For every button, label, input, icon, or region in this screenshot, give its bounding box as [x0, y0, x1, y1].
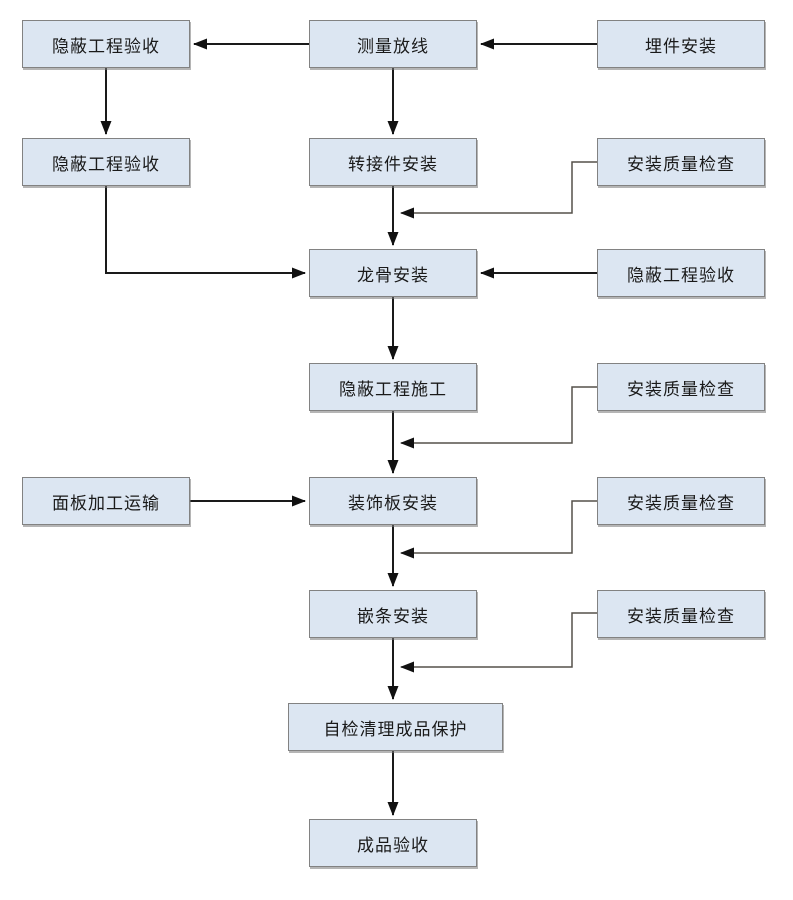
node-hidden-acceptance-1: 隐蔽工程验收	[22, 20, 190, 68]
node-keel-install: 龙骨安装	[309, 249, 477, 297]
node-hidden-acceptance-2: 隐蔽工程验收	[22, 138, 190, 186]
node-panel-transport: 面板加工运输	[22, 477, 190, 525]
node-hidden-acceptance-3: 隐蔽工程验收	[597, 249, 765, 297]
node-adapter-install: 转接件安装	[309, 138, 477, 186]
node-quality-check-3: 安装质量检查	[597, 477, 765, 525]
node-trim-install: 嵌条安装	[309, 590, 477, 638]
node-hidden-construction: 隐蔽工程施工	[309, 363, 477, 411]
node-measure-layout: 测量放线	[309, 20, 477, 68]
node-quality-check-4: 安装质量检查	[597, 590, 765, 638]
node-quality-check-2: 安装质量检查	[597, 363, 765, 411]
node-final-acceptance: 成品验收	[309, 819, 477, 867]
node-embed-install: 埋件安装	[597, 20, 765, 68]
node-decor-panel-install: 装饰板安装	[309, 477, 477, 525]
node-self-check-protect: 自检清理成品保护	[288, 703, 503, 751]
arrow-hidden2-to-keel	[105, 186, 306, 279]
node-quality-check-1: 安装质量检查	[597, 138, 765, 186]
